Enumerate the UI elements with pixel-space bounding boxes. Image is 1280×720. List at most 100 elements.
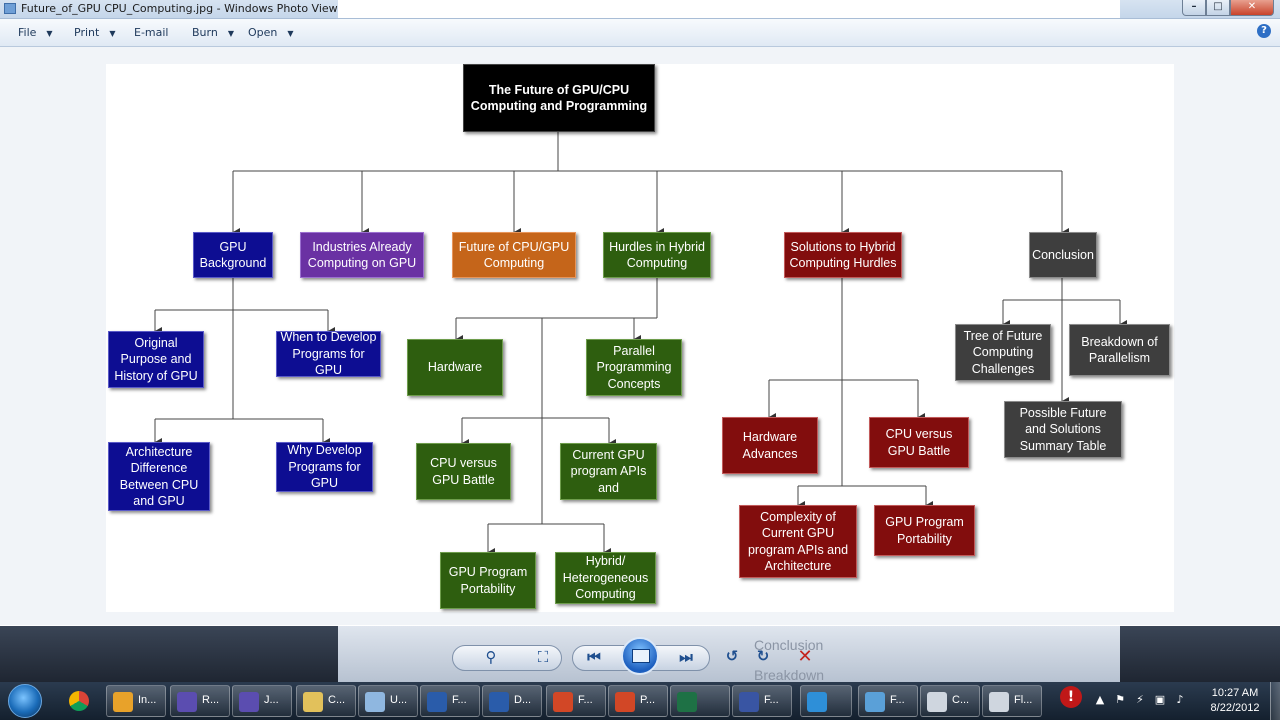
- playback-control-bar: Conclusion Breakdown ⚲ ⛶ ⏮ ⏭ ↺ ↻ ✕: [0, 626, 1280, 683]
- taskbar-button[interactable]: In...: [106, 685, 166, 717]
- node-architecture-difference: Architecture Difference Between CPU and …: [108, 442, 210, 511]
- infinity-icon: [177, 692, 197, 712]
- node-solutions: Solutions to Hybrid Computing Hurdles: [784, 232, 902, 278]
- taskbar-button[interactable]: [670, 685, 730, 717]
- clock[interactable]: 10:27 AM 8/22/2012: [1204, 686, 1266, 716]
- taskbar-button[interactable]: U...: [358, 685, 418, 717]
- menu-bar: File ▼ Print ▼ E-mail Burn▼ Open ▼: [0, 19, 1280, 47]
- outlook-icon: [113, 692, 133, 712]
- chrome-icon: [69, 691, 89, 711]
- taskbar-button-label: Fl...: [1014, 694, 1033, 706]
- help-icon[interactable]: ?: [1257, 24, 1271, 38]
- windows-start-icon[interactable]: [8, 684, 42, 718]
- next-icon[interactable]: ⏭: [679, 648, 693, 666]
- ghost-text-2: Breakdown: [754, 667, 825, 683]
- taskbar-button[interactable]: Fl...: [982, 685, 1042, 717]
- taskbar-button[interactable]: F...: [732, 685, 792, 717]
- menu-burn-label: Burn: [192, 26, 218, 39]
- menu-open[interactable]: Open ▼: [248, 26, 294, 39]
- close-icon: ✕: [1247, 1, 1257, 12]
- node-hardware-advances: Hardware Advances: [722, 417, 818, 474]
- chevron-down-icon: ▼: [46, 29, 53, 38]
- network-icon[interactable]: ▣: [1154, 693, 1166, 706]
- node-hurdles: Hurdles in Hybrid Computing: [603, 232, 711, 278]
- taskbar-button[interactable]: C...: [296, 685, 356, 717]
- node-parallel-concepts: Parallel Programming Concepts: [586, 339, 682, 396]
- taskbar-button[interactable]: R...: [170, 685, 230, 717]
- window-icon: [989, 692, 1009, 712]
- background-ghost-text: Conclusion Breakdown: [718, 630, 824, 690]
- node-when-to-develop: When to Develop Programs for GPU: [276, 331, 381, 377]
- internet-explorer-icon: [807, 692, 827, 712]
- taskbar-button[interactable]: C...: [920, 685, 980, 717]
- maximize-icon: □: [1213, 1, 1223, 12]
- delete-icon[interactable]: ✕: [797, 646, 813, 667]
- show-hidden-icons-icon[interactable]: ▲: [1095, 693, 1105, 706]
- taskbar-button[interactable]: [800, 685, 852, 717]
- menu-print-label: Print: [74, 26, 100, 39]
- menu-email[interactable]: E-mail: [134, 26, 169, 39]
- taskbar-button-label: F...: [578, 694, 593, 706]
- taskbar-button[interactable]: F...: [546, 685, 606, 717]
- node-gpu-portability-2: GPU Program Portability: [874, 505, 975, 556]
- taskbar-button[interactable]: D...: [482, 685, 542, 717]
- minimize-button[interactable]: –: [1182, 0, 1206, 16]
- excel-icon: [677, 692, 697, 712]
- menu-print[interactable]: Print ▼: [74, 26, 115, 39]
- chevron-down-icon: ▼: [287, 29, 294, 38]
- flag-icon[interactable]: ⚑: [1115, 693, 1125, 706]
- rotate-clockwise-icon[interactable]: ↻: [756, 647, 770, 665]
- taskbar-button[interactable]: F...: [858, 685, 918, 717]
- node-root: The Future of GPU/CPU Computing and Prog…: [463, 64, 655, 132]
- magnifier-icon[interactable]: ⚲: [485, 648, 497, 666]
- system-tray: ! ▲ ⚑ ⚡ ▣ ♪: [1060, 686, 1200, 716]
- taskbar-button-label: J...: [264, 694, 279, 706]
- taskbar-button-label: F...: [890, 694, 905, 706]
- slideshow-button[interactable]: [621, 637, 659, 675]
- slideshow-icon: [632, 649, 650, 663]
- taskbar-button-label: U...: [390, 694, 408, 706]
- taskbar-button[interactable]: F...: [420, 685, 480, 717]
- alert-icon[interactable]: !: [1060, 686, 1082, 708]
- node-future: Future of CPU/GPU Computing: [452, 232, 576, 278]
- menu-file-label: File: [18, 26, 37, 39]
- taskbar-button-label: F...: [764, 694, 779, 706]
- taskbar-button-label: R...: [202, 694, 220, 706]
- taskbar-button[interactable]: P...: [608, 685, 668, 717]
- menu-open-label: Open: [248, 26, 278, 39]
- power-icon[interactable]: ⚡: [1136, 693, 1144, 706]
- photo-viewer-icon: [865, 692, 885, 712]
- node-current-gpu-apis: Current GPU program APIs and: [560, 443, 657, 500]
- taskbar-chrome[interactable]: [62, 685, 100, 717]
- title-bar: Future_of_GPU CPU_Computing.jpg - Window…: [0, 0, 1280, 19]
- node-hardware: Hardware: [407, 339, 503, 396]
- node-why-develop: Why Develop Programs for GPU: [276, 442, 373, 492]
- close-button[interactable]: ✕: [1230, 0, 1274, 16]
- title-bar-overlay: [338, 0, 1120, 18]
- visio-icon: [739, 692, 759, 712]
- show-desktop-button[interactable]: [1270, 682, 1280, 720]
- rotate-counterclockwise-icon[interactable]: ↺: [725, 647, 739, 665]
- node-tree-future: Tree of Future Computing Challenges: [955, 324, 1051, 381]
- taskbar-button-label: In...: [138, 694, 157, 706]
- chevron-down-icon: ▼: [109, 29, 116, 38]
- powerpoint-icon: [615, 692, 635, 712]
- volume-icon[interactable]: ♪: [1176, 693, 1184, 706]
- node-cpu-vs-gpu-1: CPU versus GPU Battle: [416, 443, 511, 500]
- maximize-button[interactable]: □: [1206, 0, 1230, 16]
- menu-file[interactable]: File ▼: [18, 26, 53, 39]
- node-possible-future: Possible Future and Solutions Summary Ta…: [1004, 401, 1122, 458]
- previous-icon[interactable]: ⏮: [587, 648, 601, 666]
- taskbar-button-label: C...: [328, 694, 346, 706]
- node-breakdown: Breakdown of Parallelism: [1069, 324, 1170, 376]
- ghost-text-1: Conclusion: [754, 637, 824, 653]
- menu-email-label: E-mail: [134, 26, 169, 39]
- actual-size-icon[interactable]: ⛶: [537, 648, 549, 666]
- word-icon: [427, 692, 447, 712]
- paint-icon: [365, 692, 385, 712]
- taskbar-button[interactable]: J...: [232, 685, 292, 717]
- node-gpu-background: GPU Background: [193, 232, 273, 278]
- folder-icon: [303, 692, 323, 712]
- clock-date: 8/22/2012: [1210, 702, 1260, 714]
- menu-burn[interactable]: Burn▼: [192, 26, 234, 39]
